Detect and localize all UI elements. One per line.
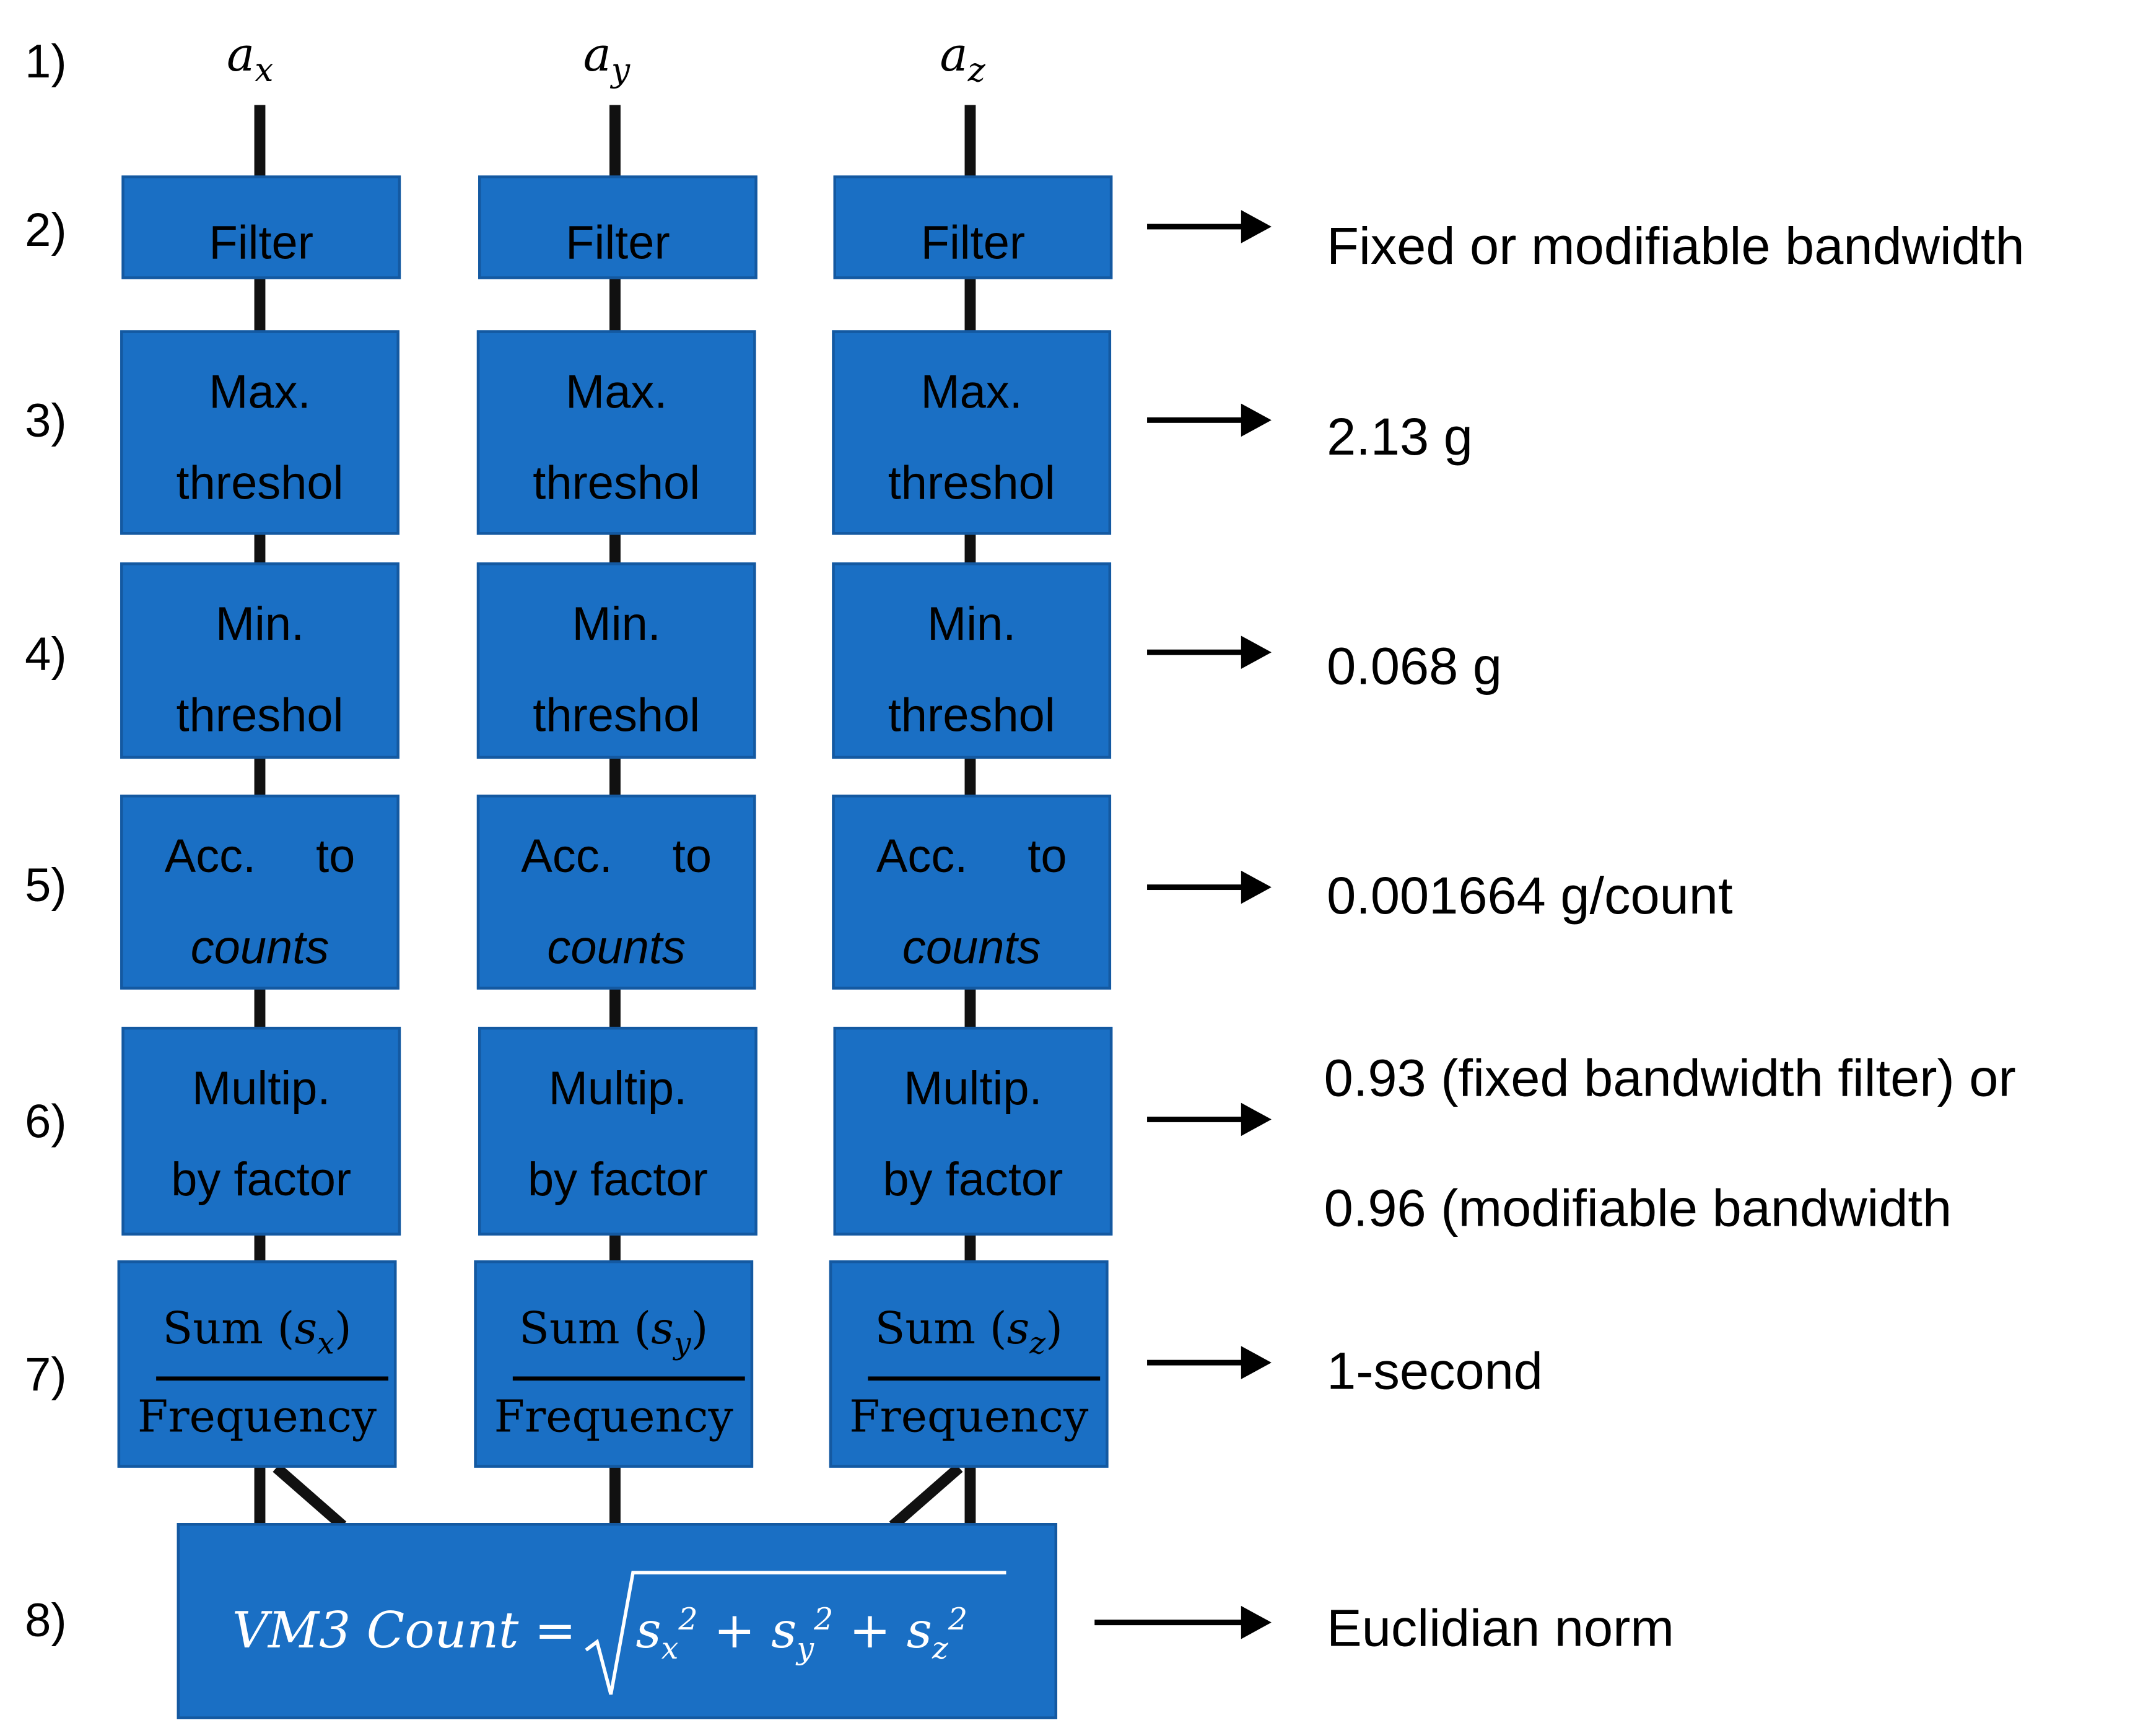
multiply-factor-block-x: Multip.by factor <box>121 1026 401 1236</box>
sum-frequency-block-y: Sum (sy)Frequency <box>474 1260 754 1468</box>
desc-norm: Euclidian norm <box>1327 1600 1674 1659</box>
desc-min: 0.068 g <box>1327 638 1503 697</box>
step-label-4: 4) <box>25 629 67 682</box>
step-label-3: 3) <box>25 395 67 448</box>
desc-sum: 1-second <box>1327 1343 1543 1402</box>
step-label-2: 2) <box>25 204 67 258</box>
max-threshold-block-x: Max.threshol <box>120 330 399 535</box>
converge-line-z <box>889 1463 963 1530</box>
arrow-min <box>1147 635 1272 669</box>
arrow-norm <box>1094 1605 1272 1639</box>
axis-label-y: ay <box>583 27 631 90</box>
filter-block-y: Filter <box>478 175 757 279</box>
min-threshold-block-y: Min.threshol <box>476 562 756 759</box>
step-label-5: 5) <box>25 859 67 912</box>
arrow-max <box>1147 403 1272 437</box>
arrow-acc <box>1147 870 1272 904</box>
step-label-1: 1) <box>25 36 67 89</box>
vm3-formula-lhs: VM3 Count = <box>232 1603 577 1660</box>
filter-block-z: Filter <box>833 175 1113 279</box>
desc-max: 2.13 g <box>1327 409 1473 468</box>
multiply-factor-block-y: Multip.by factor <box>478 1026 757 1236</box>
sum-frequency-block-z: Sum (sz)Frequency <box>829 1260 1109 1468</box>
filter-block-x: Filter <box>121 175 401 279</box>
arrow-sum <box>1147 1346 1272 1379</box>
axis-label-z: az <box>940 27 985 90</box>
min-threshold-block-z: Min.threshol <box>832 562 1112 759</box>
multiply-factor-block-z: Multip.by factor <box>833 1026 1113 1236</box>
converge-line-x <box>273 1463 347 1530</box>
sqrt-sign-icon <box>585 1571 1006 1695</box>
vm3-count-block: VM3 Count = sx2 + sy2 + sz2 <box>177 1523 1058 1719</box>
step-label-6: 6) <box>25 1096 67 1149</box>
desc-mult-line2: 0.96 (modifiable bandwidth <box>1324 1180 1952 1239</box>
step-label-8: 8) <box>25 1595 67 1647</box>
desc-filter: Fixed or modifiable bandwidth <box>1327 218 2025 277</box>
max-threshold-block-z: Max.threshol <box>832 330 1112 535</box>
vm3-formula-rhs: sx2 + sy2 + sz2 <box>635 1603 968 1667</box>
max-threshold-block-y: Max.threshol <box>476 330 756 535</box>
desc-acc: 0.001664 g/count <box>1327 868 1733 927</box>
min-threshold-block-x: Min.threshol <box>120 562 399 759</box>
sum-frequency-block-x: Sum (sx)Frequency <box>117 1260 397 1468</box>
step-label-7: 7) <box>25 1348 67 1402</box>
arrow-mult <box>1147 1102 1272 1136</box>
desc-mult-line1: 0.93 (fixed bandwidth filter) or <box>1324 1050 2016 1109</box>
arrow-filter <box>1147 210 1272 243</box>
axis-label-x: ax <box>226 27 274 90</box>
